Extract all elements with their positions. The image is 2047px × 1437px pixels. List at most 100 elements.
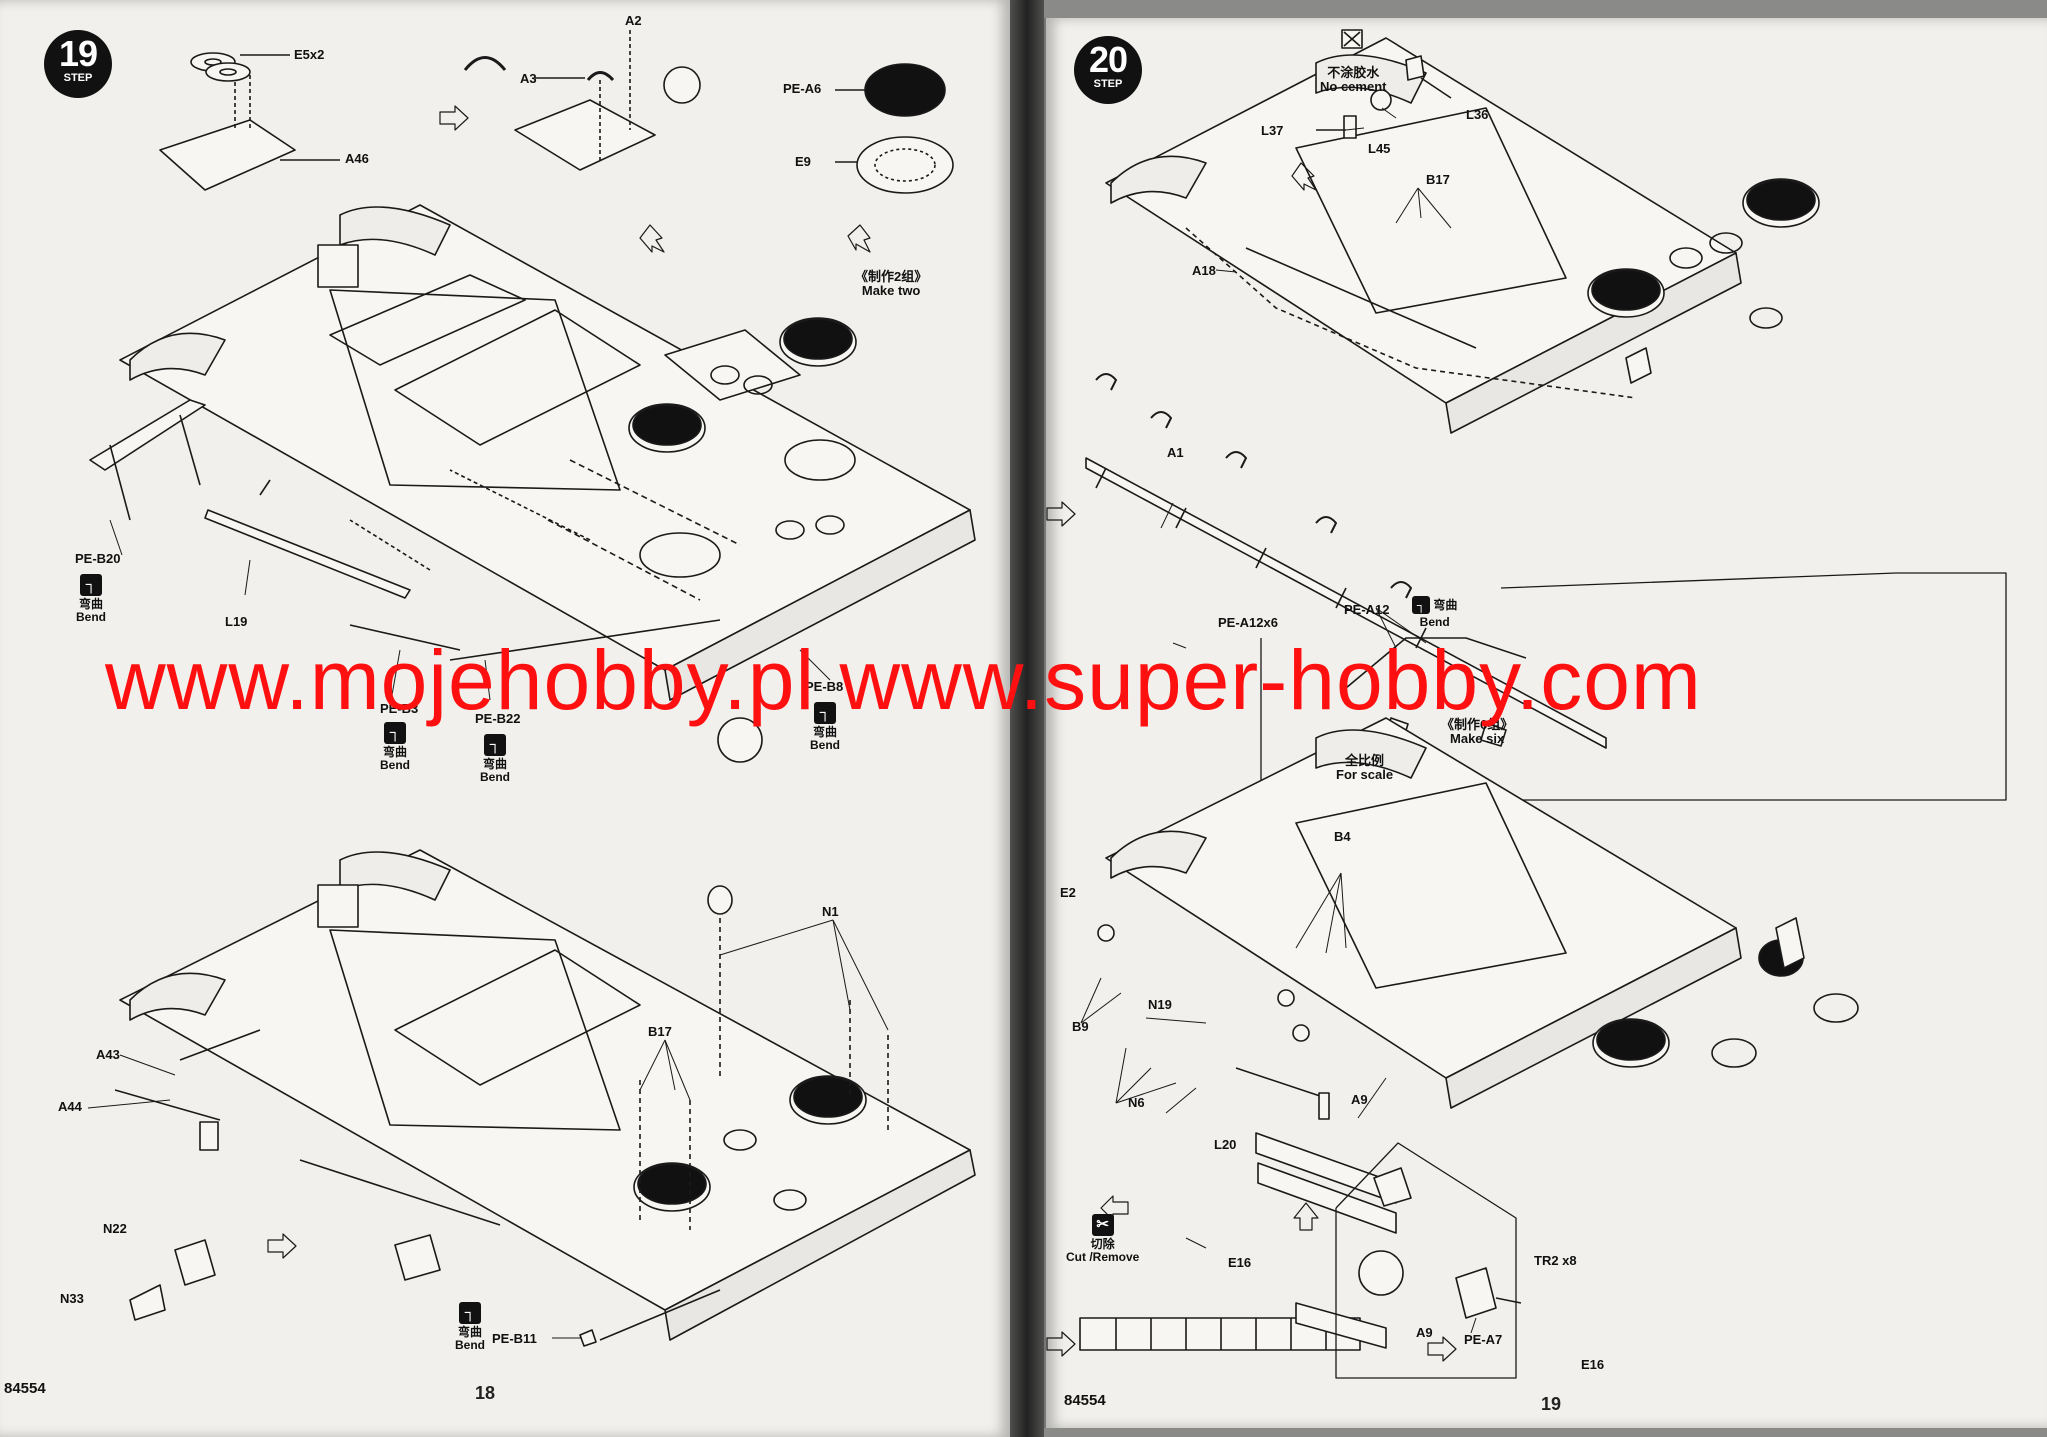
- bend-instruction-3: ┐ 弯曲 Bend: [480, 734, 510, 784]
- page-number: 19: [1541, 1394, 1562, 1414]
- bend-icon: ┐: [459, 1302, 481, 1324]
- step-word: STEP: [63, 72, 93, 84]
- assembly-arrows: [267, 105, 871, 1259]
- label-e9: E9: [795, 154, 811, 169]
- bend-instruction-right: ┐ 弯曲 Bend: [1412, 596, 1457, 629]
- no-cement-cn: 不涂胶水: [1327, 65, 1380, 80]
- label-a1: A1: [1167, 445, 1184, 460]
- label-e16-right: E16: [1581, 1357, 1605, 1372]
- label-b9: B9: [1072, 1019, 1089, 1034]
- bend-cn: 弯曲: [812, 725, 837, 739]
- label-a44: A44: [58, 1099, 82, 1114]
- step-number: 20: [1088, 39, 1128, 80]
- label-pe-a7: PE-A7: [1464, 1332, 1503, 1347]
- side-rails-upper: [89, 399, 763, 763]
- no-cement-en: No cement: [1320, 78, 1387, 94]
- label-e5x2: E5x2: [294, 47, 325, 62]
- label-pe-b8: PE-B8: [805, 679, 844, 694]
- make-six-note: 《制作6组》 Make six: [1441, 718, 1513, 745]
- bend-icon: ┐: [484, 734, 506, 756]
- label-b4: B4: [1334, 829, 1351, 844]
- label-n19: N19: [1148, 997, 1172, 1012]
- leader-lines-left: [87, 519, 889, 1339]
- book-gutter: [1010, 0, 1044, 1437]
- page-number: 18: [475, 1383, 496, 1403]
- a9-pe-a7-inset: [1335, 1142, 1522, 1379]
- label-a9: A9: [1351, 1092, 1368, 1107]
- lower-hull-top-view: [119, 849, 976, 1341]
- bend-en: Bend: [76, 610, 106, 625]
- label-pe-b3: PE-B3: [380, 701, 419, 716]
- label-n33: N33: [60, 1291, 84, 1306]
- upper-hull-top-view: [119, 204, 976, 701]
- bend-en: Bend: [810, 738, 840, 753]
- step-number: 19: [58, 33, 98, 74]
- label-b17: B17: [1426, 172, 1450, 187]
- bend-icon: ┐: [384, 722, 406, 744]
- label-l37: L37: [1261, 123, 1284, 138]
- label-a18: A18: [1192, 263, 1216, 278]
- no-cement-note: 不涂胶水 No cement: [1320, 66, 1386, 93]
- bend-icon: ┐: [814, 702, 836, 724]
- bend-instruction-1: ┐ 弯曲 Bend: [76, 574, 106, 624]
- label-a2: A2: [625, 13, 642, 28]
- track-links-e16-tr2: [1079, 1132, 1404, 1351]
- bend-en: Bend: [380, 758, 410, 773]
- make-two-en: Make two: [861, 282, 921, 298]
- for-scale-cn: 全比例: [1345, 753, 1385, 768]
- label-pe-b22: PE-B22: [475, 711, 521, 726]
- label-pe-b20: PE-B20: [75, 551, 121, 566]
- bend-cn: 弯曲: [482, 757, 507, 771]
- cut-remove-instruction: ✂ 切除 Cut /Remove: [1066, 1214, 1139, 1264]
- left-page-drawing: [87, 30, 976, 1347]
- make-six-cn: 《制作6组》: [1441, 717, 1514, 732]
- bend-en: Bend: [480, 770, 510, 785]
- make-two-note: 《制作2组》 Make two: [855, 270, 927, 297]
- bend-en: Bend: [455, 1338, 485, 1353]
- label-n1: N1: [822, 904, 839, 919]
- step-20-badge: 20 STEP: [1074, 36, 1142, 104]
- label-pe-b11: PE-B11: [492, 1331, 537, 1346]
- label-a9-inset: A9: [1416, 1325, 1433, 1340]
- bend-instruction-2: ┐ 弯曲 Bend: [380, 722, 410, 772]
- label-n22: N22: [103, 1221, 127, 1236]
- lower-hull-side-view: [1097, 717, 1859, 1120]
- label-l36: L36: [1466, 107, 1489, 122]
- label-pe-a12: PE-A12: [1344, 602, 1390, 617]
- bend-cn: 弯曲: [1433, 598, 1458, 612]
- step-word: STEP: [1093, 78, 1123, 90]
- label-e2: E2: [1060, 885, 1076, 900]
- left-instruction-page: 19 STEP E5x2 A46 A2 A3 PE-A6 E9 《制作2组》 M…: [0, 0, 1012, 1437]
- leader-lines-right: [1080, 107, 1477, 1334]
- label-n6: N6: [1128, 1095, 1145, 1110]
- for-scale-en: For scale: [1336, 766, 1394, 782]
- hatch-cover-pe-a6-e9: [835, 63, 954, 194]
- right-instruction-page: 20 STEP 不涂胶水 No cement L36 L37 L45 B17 A…: [1044, 18, 2047, 1428]
- step-19-badge: 19 STEP: [44, 30, 112, 98]
- document-number: 84554: [1064, 1392, 1106, 1409]
- pe-a12-bend-inset: [1260, 572, 2007, 801]
- label-l20: L20: [1214, 1137, 1237, 1152]
- label-e16-left: E16: [1228, 1255, 1252, 1270]
- side-parts-lower: [114, 1029, 721, 1347]
- bend-cn: 弯曲: [382, 745, 407, 759]
- bend-icon: ┐: [80, 574, 102, 596]
- side-skirt-a1: [1085, 227, 1637, 749]
- upper-hull-side-view: [1105, 37, 1820, 434]
- cut-icon: ✂: [1091, 1214, 1114, 1236]
- bend-instruction-4: ┐ 弯曲 Bend: [810, 702, 840, 752]
- label-a46: A46: [345, 151, 369, 166]
- bend-instruction-5: ┐ 弯曲 Bend: [455, 1302, 485, 1352]
- bend-cn: 弯曲: [78, 597, 103, 611]
- bend-en: Bend: [1419, 615, 1450, 629]
- watermark-text: www.mojehobby.pl www.super-hobby.com: [105, 633, 1702, 727]
- bend-icon: ┐: [1412, 596, 1430, 614]
- document-number: 84554: [4, 1380, 46, 1397]
- label-b17: B17: [648, 1024, 672, 1039]
- label-tr2x8: TR2 x8: [1534, 1253, 1577, 1268]
- make-six-en: Make six: [1450, 730, 1505, 746]
- hatch-plate-a2-a3: [463, 30, 701, 171]
- label-a43: A43: [96, 1047, 120, 1062]
- hatch-plate-a46: [159, 52, 340, 191]
- cut-remove-en: Cut /Remove: [1066, 1250, 1140, 1265]
